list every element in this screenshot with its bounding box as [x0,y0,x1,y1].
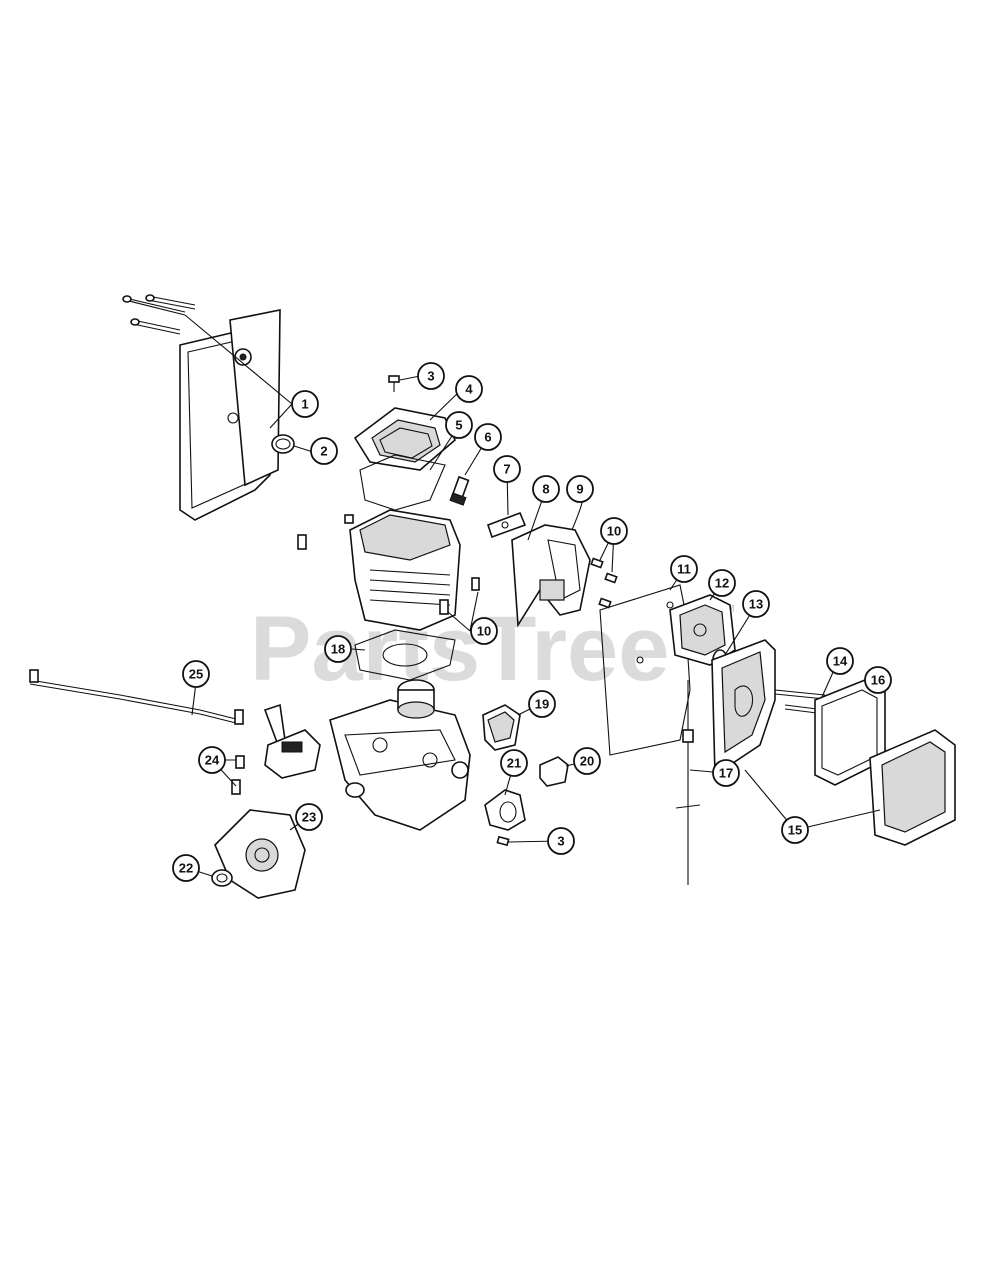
fuel-tank [231,703,321,795]
callout-9[interactable]: 9 [566,475,594,503]
callout-22[interactable]: 22 [172,854,200,882]
svg-text:20: 20 [580,754,594,769]
svg-text:21: 21 [507,756,521,771]
svg-text:19: 19 [535,697,549,712]
svg-text:22: 22 [179,861,193,876]
svg-text:12: 12 [715,576,729,591]
wire-harness [29,669,244,725]
air-filter-base [711,639,776,777]
callout-25[interactable]: 25 [182,660,210,688]
cylinder-cover [353,375,456,471]
svg-text:3: 3 [557,834,564,849]
svg-text:17: 17 [719,766,733,781]
callout-13[interactable]: 13 [742,590,770,618]
svg-text:14: 14 [833,654,848,669]
svg-text:6: 6 [484,430,491,445]
muffler-assembly [122,294,281,521]
callout-21[interactable]: 21 [500,749,528,777]
callout-3-top[interactable]: 3 [417,362,445,390]
callout-1[interactable]: 1 [291,390,319,418]
ignition-module [511,487,591,628]
callout-18[interactable]: 18 [324,635,352,663]
throttle-cable [675,680,701,885]
svg-text:9: 9 [576,482,583,497]
svg-text:7: 7 [503,462,510,477]
callout-15[interactable]: 15 [781,816,809,844]
air-filter-cover [869,729,956,846]
callout-12[interactable]: 12 [708,569,736,597]
cylinder [297,509,480,631]
callout-20[interactable]: 20 [573,747,601,775]
callout-5[interactable]: 5 [445,411,473,439]
svg-text:2: 2 [320,444,327,459]
svg-text:16: 16 [871,673,885,688]
callout-2[interactable]: 2 [310,437,338,465]
svg-text:23: 23 [302,810,316,825]
svg-text:3: 3 [427,369,434,384]
starter-housing [214,809,306,899]
callouts: 1 2 3 3 4 5 6 7 8 9 10 10 11 12 13 14 15… [172,362,892,882]
spark-plug [449,475,470,506]
intake-boot [484,789,526,831]
watermark-text: PartsTree [250,598,669,700]
callout-24[interactable]: 24 [198,746,226,774]
svg-text:10: 10 [607,524,621,539]
svg-text:25: 25 [189,667,203,682]
gasket-ring [271,434,295,454]
callout-10-lower[interactable]: 10 [470,617,498,645]
callout-10-upper[interactable]: 10 [600,517,628,545]
callout-16[interactable]: 16 [864,666,892,694]
svg-text:4: 4 [465,382,473,397]
fitting [539,756,569,787]
svg-text:5: 5 [455,418,462,433]
callout-6[interactable]: 6 [474,423,502,451]
callout-14[interactable]: 14 [826,647,854,675]
callout-8[interactable]: 8 [532,475,560,503]
carburetor [669,594,736,666]
base-gasket [354,629,456,681]
svg-text:18: 18 [331,642,345,657]
watermark: PartsTree TM [250,598,734,700]
callout-11[interactable]: 11 [670,555,698,583]
callout-7[interactable]: 7 [493,455,521,483]
crankcase [329,679,471,831]
callout-3-bottom[interactable]: 3 [547,827,575,855]
carburetor-plate [599,584,691,756]
washer [211,869,233,887]
svg-text:10: 10 [477,624,491,639]
svg-text:13: 13 [749,597,763,612]
callout-23[interactable]: 23 [295,803,323,831]
svg-text:1: 1 [301,397,308,412]
cover-gasket [359,454,446,511]
callout-17[interactable]: 17 [712,759,740,787]
svg-text:15: 15 [788,823,802,838]
svg-text:8: 8 [542,482,549,497]
callout-4[interactable]: 4 [455,375,483,403]
callout-19[interactable]: 19 [528,690,556,718]
svg-text:11: 11 [677,562,691,577]
svg-text:24: 24 [205,753,220,768]
